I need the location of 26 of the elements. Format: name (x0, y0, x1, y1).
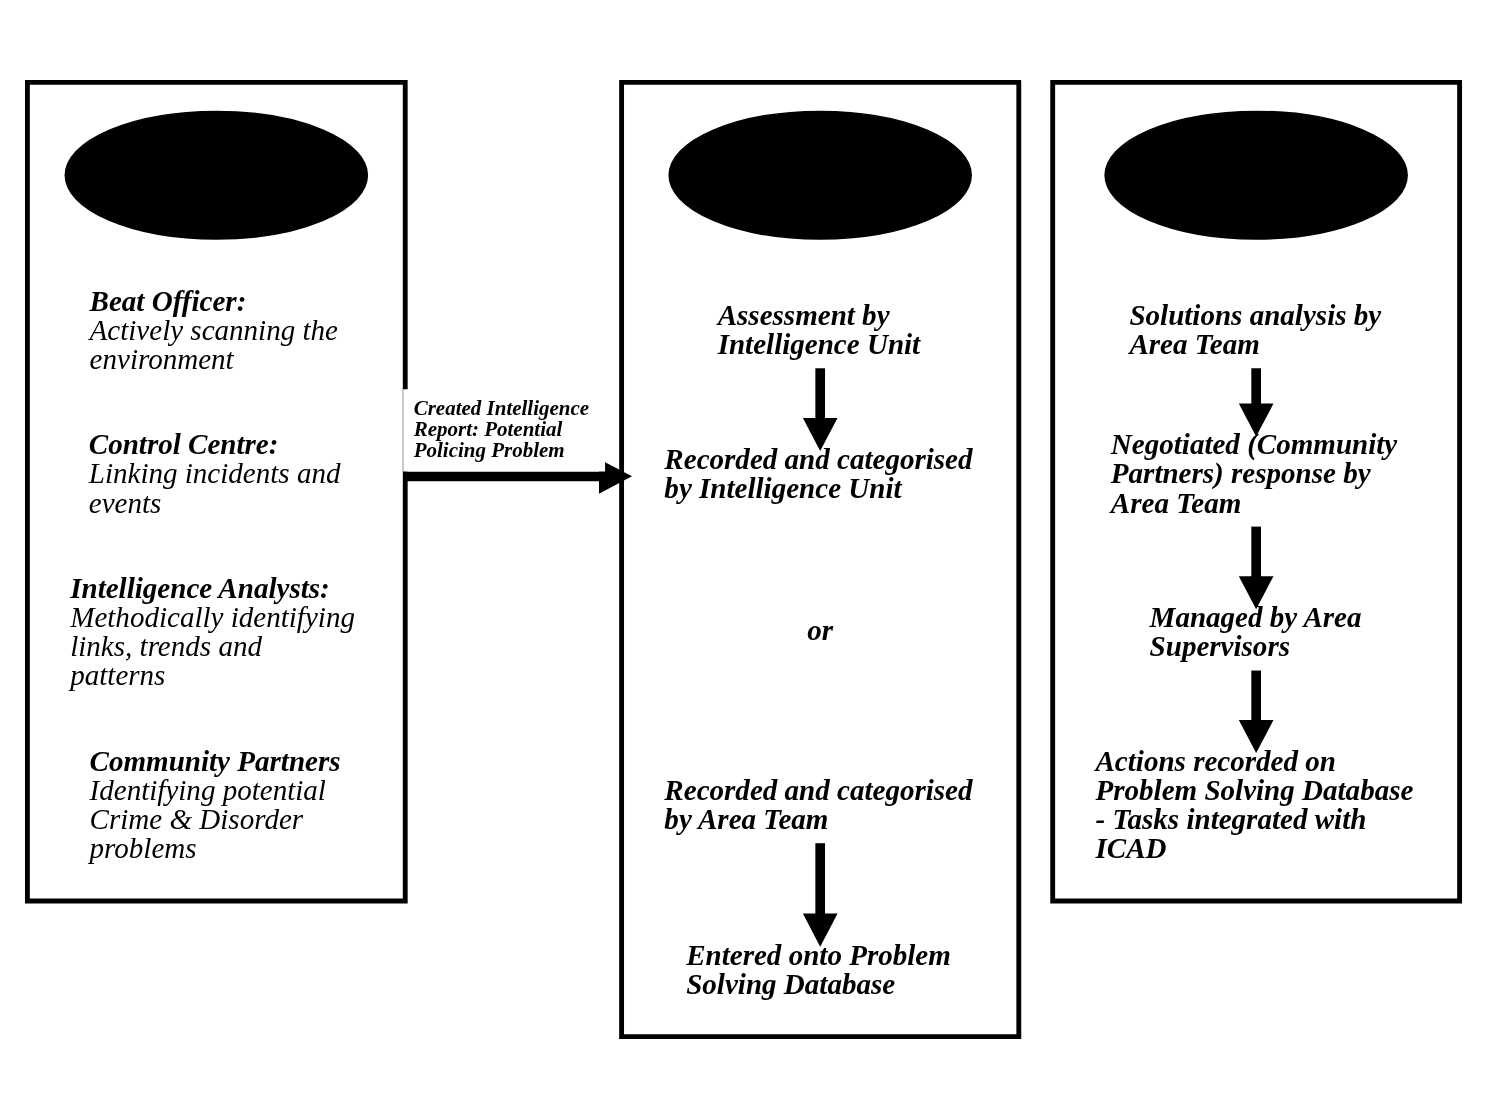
node-text: Managed by Area Supervisors (1149, 601, 1362, 663)
arrow (802, 368, 838, 451)
cluster (25, 79, 408, 904)
node-text: Solutions analysis by Area Team (1129, 299, 1382, 361)
edge-label: Created Intelligence Report: Potential Policing Problem (413, 395, 590, 462)
node-text: Intelligence Analysts: Methodically identifying links, trends and patterns (70, 572, 355, 692)
arrow (1238, 368, 1274, 437)
label: or (807, 614, 834, 647)
node-text: Community Partners Identifying potential Crime & Disorder problems (89, 744, 341, 865)
node-text: Entered onto Problem Solving Database (686, 938, 951, 1000)
cluster (1050, 79, 1462, 904)
node-ellipse (64, 110, 369, 240)
arrow (1238, 526, 1274, 610)
node-text: Actions recorded on Problem Solving Database - Tasks integrated with ICAD (1095, 744, 1414, 865)
arrow (405, 459, 633, 494)
node-text: Negotiated (Community Partners) response by Area Team (1110, 428, 1398, 519)
node-ellipse (668, 110, 972, 240)
arrow (802, 843, 838, 947)
cluster (619, 79, 1022, 1040)
node-text: Assessment by Intelligence Unit (717, 299, 921, 361)
node-ellipse (1104, 110, 1408, 240)
node-text: Control Centre: Linking incidents and events (88, 428, 341, 519)
node-text: Recorded and categorised by Intelligence Unit (664, 442, 973, 504)
arrow (1238, 670, 1274, 754)
node-text: Beat Officer: Actively scanning the environment (89, 284, 338, 375)
node-text: Recorded and categorised by Area Team (664, 773, 973, 835)
